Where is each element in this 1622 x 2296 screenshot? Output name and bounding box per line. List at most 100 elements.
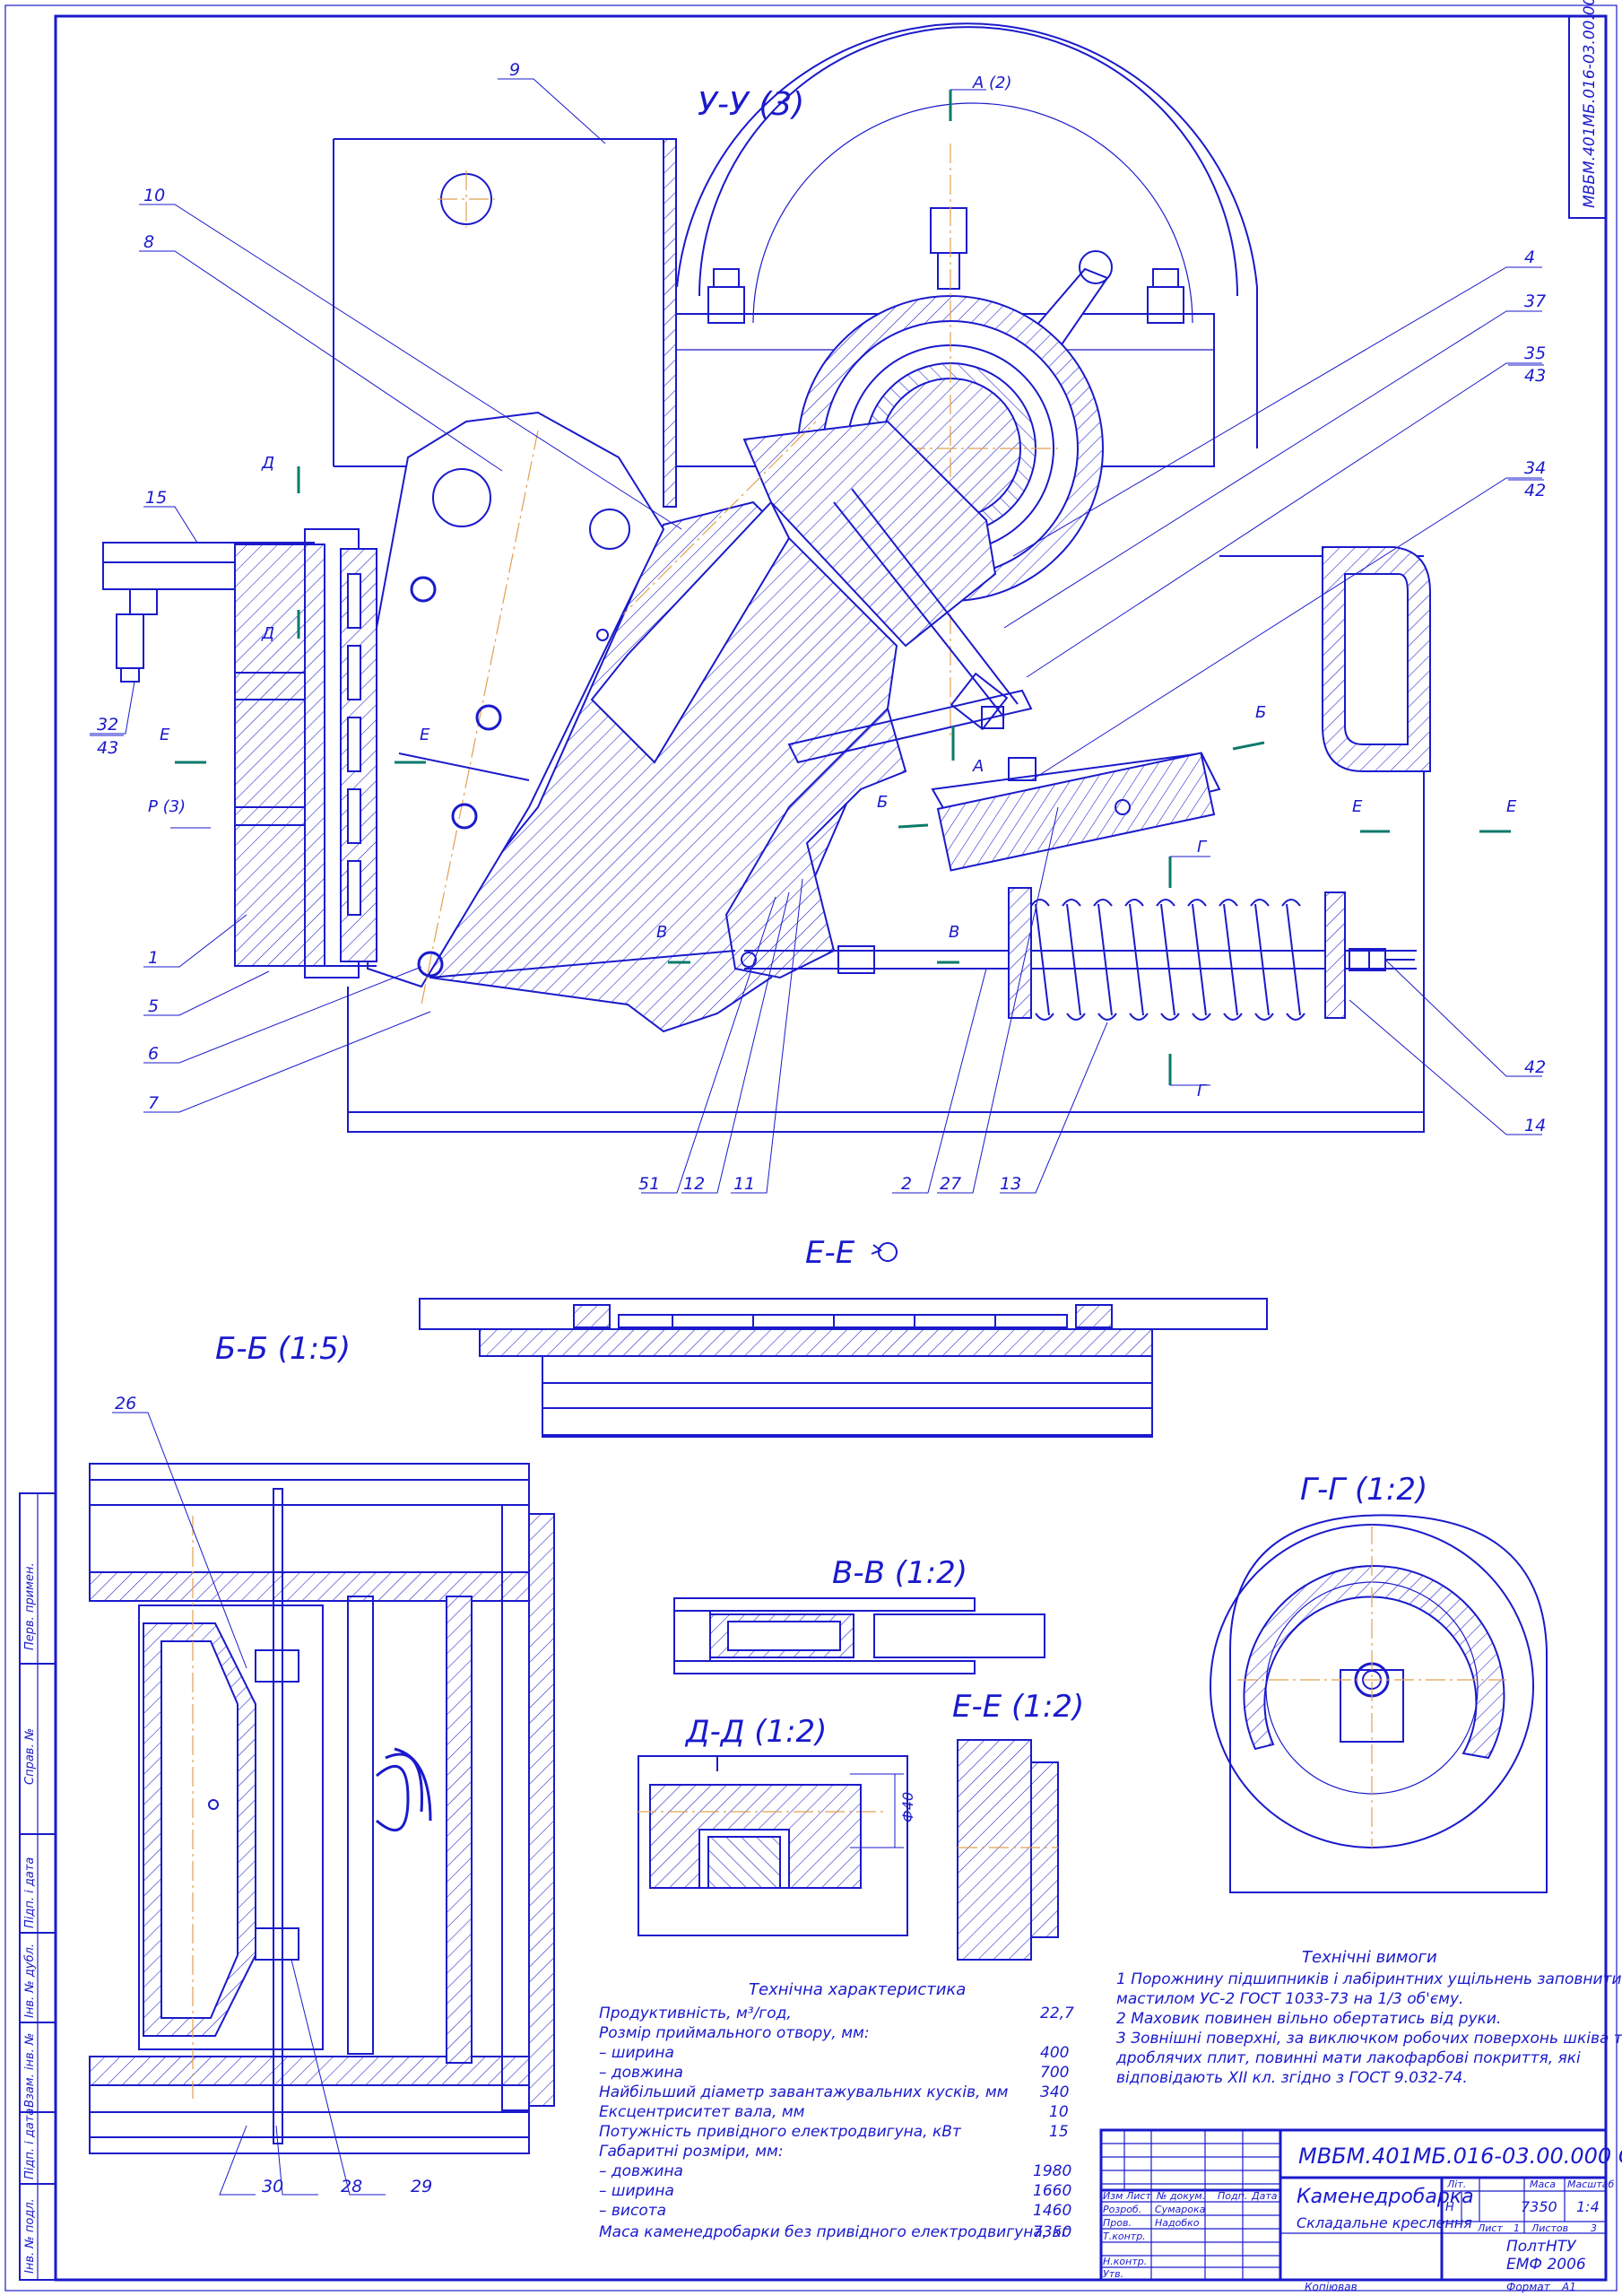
fixed-jaw-body [234,544,325,967]
callout-51: 51 [638,1174,660,1194]
callout-32-sub: 43 [97,738,118,758]
callout-35: 35 [1524,344,1546,363]
tb-mass-h: Маса [1530,2179,1556,2190]
tb-sheet-label: Лист [1477,2222,1503,2234]
marker-e-left: Е [160,726,170,744]
tb-role-tk: Т.контр. [1103,2231,1146,2242]
tb-hdr-date: Дата [1251,2190,1278,2202]
spec-label-5: Ексцентриситет вала, мм [599,2103,805,2121]
tb-sheets-label: Листов [1531,2222,1568,2234]
gg-curved-shoe [1243,1565,1505,1760]
ee-plate [957,1739,1032,1961]
marker-d-top: Д [261,454,274,473]
spec-label-6: Потужність привідного електродвигуна, кВ… [599,2123,962,2141]
section-ee-title: Е-Е (1:2) [952,1689,1084,1725]
tb-name-dev: Сумарока [1155,2204,1206,2215]
tb-hdr-doc: № докум. [1156,2190,1205,2202]
tb-lit: Н [1445,2201,1454,2214]
callout-9: 9 [509,60,520,80]
section-bb-title: Б-Б (1:5) [215,1331,351,1367]
callout-6: 6 [148,1044,159,1064]
tech-req-block: Технічні вимоги 1 Порожнину підшипників … [1115,1948,1622,2087]
spec-label-8: – довжина [599,2162,683,2180]
spec-value-8: 1980 [1033,2162,1071,2180]
callout-28: 28 [341,2177,362,2196]
spec-value-2: 400 [1040,2044,1069,2062]
tb-name: Каменедробарка [1297,2186,1474,2208]
callout-29: 29 [411,2177,432,2196]
callout-5: 5 [148,996,159,1016]
callout-30: 30 [262,2177,283,2196]
toggle-link [936,752,1216,872]
spec-value-5: 10 [1049,2103,1069,2121]
bb-spring [376,1747,432,1831]
stamp-cell-2: Підп. і дата [23,1857,37,1928]
stamp-cell-4: Взам. інв. № [23,2033,37,2108]
marker-e-r1: Е [1352,797,1363,816]
spec-value-9: 1660 [1033,2182,1071,2200]
tb-hdr-izm: Изм [1103,2190,1123,2202]
section-dd-title: Д-Д (1:2) [684,1714,827,1750]
section-bb: Б-Б (1:5) 26 30 28 29 [89,1331,555,2196]
tb-format-label: Формат [1506,2281,1551,2293]
marker-v-left: В [656,923,667,942]
callout-32: 32 [97,715,118,735]
req-line-0: 1 Порожнину підшипників і лабіринтних ущ… [1116,1970,1622,1988]
tb-doc-type: Складальне креслення [1297,2214,1472,2231]
spec-label-7: Габаритні розміри, мм: [599,2143,784,2161]
tb-role-chk: Пров. [1103,2217,1132,2229]
callout-10: 10 [143,186,165,205]
callout-13: 13 [1000,1174,1021,1194]
spec-label-11: Маса каменедробарки без привідного елект… [599,2223,1070,2241]
tb-org1: ПолтНТУ [1506,2238,1577,2256]
tech-req-title: Технічні вимоги [1302,1948,1437,1967]
req-line-4: дроблячих плит, повинні мати лакофарбові… [1115,2049,1581,2067]
callout-15: 15 [145,488,167,508]
spec-label-3: – довжина [599,2064,683,2082]
spec-label-1: Розмір приймального отвору, мм: [599,2024,870,2042]
callout-7: 7 [148,1093,159,1113]
tech-spec-block: Технічна характеристика Продуктивність, … [599,1980,1074,2241]
section-gg: Г-Г (1:2) [1210,1472,1548,1893]
tb-mass: 7350 [1521,2198,1557,2215]
leader-lines-main [90,78,1542,1194]
spec-value-10: 1460 [1033,2202,1071,2220]
stamp-cell-0: Перв. примен. [23,1562,37,1650]
callout-34: 34 [1524,458,1546,478]
tb-hdr-sign: Подп. [1218,2190,1247,2202]
marker-g-top: Г [1197,838,1208,857]
marker-g-bot: Г [1197,1082,1208,1100]
spec-value-11: 7350 [1033,2223,1071,2241]
main-section-view: У-У (3) [90,22,1546,1194]
callout-26: 26 [115,1394,136,1413]
section-ee-rot-title: Е-Е [805,1235,855,1271]
tb-hdr-list: Лист [1125,2190,1151,2202]
marker-b-right: Б [1255,703,1266,722]
marker-b-left: Б [877,793,888,812]
marker-v-right: В [949,923,959,942]
spec-label-9: – ширина [599,2182,674,2200]
section-vv-title: В-В (1:2) [832,1555,967,1591]
spec-value-3: 700 [1040,2064,1069,2082]
section-dd: Д-Д (1:2) Ф40 [637,1714,916,1936]
spec-value-0: 22,7 [1040,2005,1074,2022]
tech-spec-title: Технічна характеристика [749,1980,966,1999]
callout-1: 1 [148,948,159,968]
callout-37: 37 [1524,291,1546,311]
tb-role-dev: Розроб. [1103,2204,1141,2215]
drawing-frame: МВБМ.401МБ.016-03.00.000 СК [4,0,1618,2292]
tb-format: А1 [1561,2281,1576,2293]
marker-p3: Р (3) [148,797,186,816]
spec-label-0: Продуктивність, м³/год, [599,2005,792,2022]
callout-42: 42 [1524,1057,1546,1077]
req-line-1: мастилом УС-2 ГОСТ 1033-73 на 1/3 об'єму… [1116,1990,1463,2008]
callout-12: 12 [683,1174,705,1194]
spec-label-2: – ширина [599,2044,674,2062]
compression-spring [1030,899,1305,1021]
marker-e-r2: Е [1506,797,1517,816]
spec-value-6: 15 [1049,2123,1069,2141]
section-ee-rotated: Е-Е [419,1235,1268,1438]
frame-code-rotated: МВБМ.401МБ.016-03.00.000 СК [1581,0,1599,208]
req-line-2: 2 Маховик повинен вільно обертатись від … [1116,2010,1501,2028]
callout-27: 27 [940,1174,961,1194]
